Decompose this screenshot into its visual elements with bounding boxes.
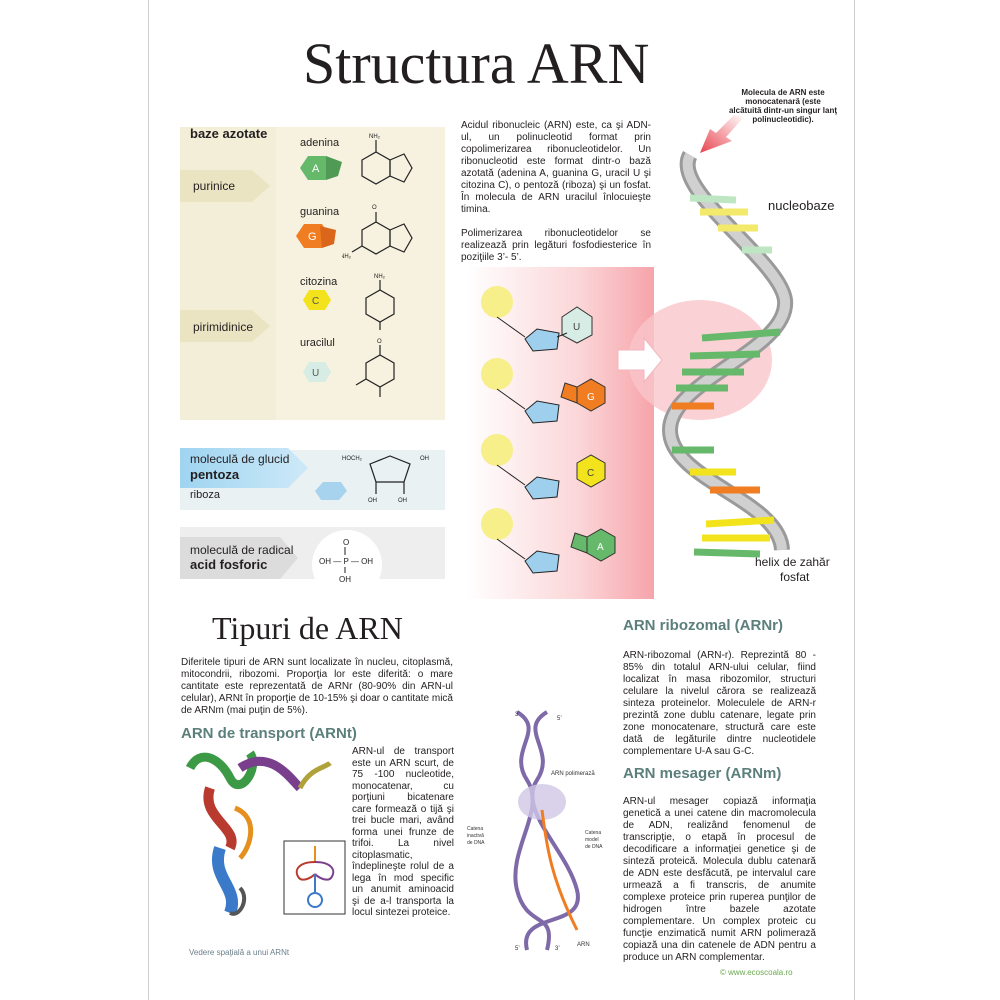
trna-heading: ARN de transport (ARNt) bbox=[181, 725, 357, 742]
nucleotide-a: A bbox=[481, 508, 616, 574]
cytosine-formula: NH₂ bbox=[365, 274, 395, 330]
mrna-heading: ARN mesager (ARNm) bbox=[623, 765, 782, 782]
template-strand-line3: de DNA bbox=[585, 844, 603, 850]
rrna-heading: ARN ribozomal (ARNr) bbox=[623, 617, 783, 634]
uracil-label: uracilul bbox=[300, 337, 335, 349]
bases-arrows bbox=[180, 170, 270, 342]
template-strand-line1: Catena bbox=[585, 830, 601, 836]
cytosine-letter: C bbox=[312, 296, 319, 307]
nucleobases-label: nucleobaze bbox=[768, 198, 835, 213]
ribose-formula: HOCH₂ OH OH OH bbox=[342, 455, 429, 504]
sugar-line1: moleculă de glucid bbox=[190, 452, 290, 466]
guanine-amine-label: NH₂ bbox=[342, 254, 352, 260]
inactive-strand-line3: de DNA bbox=[467, 840, 485, 846]
strand-letter-u: U bbox=[573, 322, 580, 333]
mrna-text: ARN-ul mesager copiază informaţia geneti… bbox=[623, 796, 816, 963]
phosphate-o-label: O bbox=[343, 538, 349, 547]
bottom-prime-5: 5’ bbox=[515, 946, 520, 952]
transcription-diagram: ARN polimerază Catena inactivă de DNA Ca… bbox=[467, 710, 603, 952]
trna-text: ARN-ul de transport este un ARN scurt, d… bbox=[352, 746, 454, 918]
inactive-strand-line1: Catena bbox=[467, 826, 483, 832]
ribose-hoch2-label: HOCH₂ bbox=[342, 456, 363, 462]
adenine-formula: NH₂ bbox=[361, 134, 413, 185]
adenine-letter: A bbox=[312, 163, 320, 175]
adenine-icon: A bbox=[300, 156, 342, 180]
phosphate-formula: O OH — P — OH OH bbox=[319, 538, 373, 584]
sugar-tab-shape bbox=[180, 448, 308, 488]
template-strand-line2: model bbox=[585, 837, 599, 843]
uracil-icon: U bbox=[303, 362, 331, 382]
helix-note: Molecula de ARN este monocatenară (este … bbox=[728, 88, 837, 124]
rna-strand-panel bbox=[467, 267, 654, 599]
top-prime-5: 5’ bbox=[557, 716, 562, 722]
ribose-oh-bottom-left-label: OH bbox=[368, 498, 377, 504]
cytosine-icon: C bbox=[303, 290, 331, 310]
sugar-caption: riboza bbox=[190, 489, 220, 501]
helix-note-arrow bbox=[700, 115, 744, 153]
guanine-oxygen-label: O bbox=[372, 205, 377, 211]
phosphate-ohpoh-label: OH — P — OH bbox=[319, 557, 373, 566]
types-intro: Diferitele tipuri de ARN sunt localizate… bbox=[181, 657, 453, 716]
rna-polymerase-label: ARN polimerază bbox=[551, 771, 595, 777]
bottom-prime-3: 3’ bbox=[555, 946, 560, 952]
purines-label: purinice bbox=[193, 179, 236, 193]
nucleotide-u: U bbox=[481, 286, 593, 352]
pyrimidines-label: pirimidinice bbox=[193, 320, 254, 334]
uracil-oxygen-label: O bbox=[377, 339, 382, 345]
cytosine-amine-label: NH₂ bbox=[374, 274, 386, 280]
strand-letter-c: C bbox=[587, 468, 594, 479]
guanine-icon: G bbox=[296, 224, 336, 248]
base-structural-formulas: NH₂ O NH₂ NH₂ O bbox=[342, 134, 413, 397]
transcription-rna-label: ARN bbox=[577, 942, 590, 948]
rrna-text: ARN-ribozomal (ARN-r). Reprezintă 80 - 8… bbox=[623, 650, 816, 757]
intro-paragraph-1: Acidul ribonucleic (ARN) este, ca şi ADN… bbox=[461, 120, 651, 215]
phosphate-tab-shape bbox=[180, 537, 298, 579]
top-prime-3: 3’ bbox=[515, 712, 520, 718]
guanine-formula: O NH₂ bbox=[342, 205, 413, 260]
strand-letter-g: G bbox=[587, 392, 595, 403]
ribose-oh-right-label: OH bbox=[420, 456, 429, 462]
page-title: Structura ARN bbox=[303, 31, 650, 96]
backbone-label-line1: helix de zahăr bbox=[755, 555, 830, 569]
backbone-label-line2: fosfat bbox=[780, 570, 810, 584]
strand-letter-a: A bbox=[597, 542, 604, 553]
copyright: © www.ecoscoala.ro bbox=[720, 968, 793, 977]
phosphate-line1: moleculă de radical bbox=[190, 543, 294, 557]
adenine-amine-label: NH₂ bbox=[369, 134, 381, 140]
sugar-line2: pentoza bbox=[190, 467, 240, 482]
rna-strand-diagram: U G C A bbox=[481, 286, 616, 574]
nucleotide-g: G bbox=[481, 358, 606, 424]
uracil-letter: U bbox=[312, 368, 319, 379]
phosphate-circle bbox=[312, 530, 382, 600]
intro-paragraph-2: Polimerizarea ribonucleotidelor se reali… bbox=[461, 228, 651, 263]
guanine-letter: G bbox=[308, 231, 317, 243]
cytosine-label: citozina bbox=[300, 276, 338, 288]
ribose-icon bbox=[315, 482, 347, 500]
trna-cloverleaf-diagram bbox=[283, 840, 346, 915]
ribose-oh-bottom-right-label: OH bbox=[398, 498, 407, 504]
guanine-label: guanina bbox=[300, 206, 340, 218]
phosphate-oh-label: OH bbox=[339, 575, 351, 584]
phosphate-line2: acid fosforic bbox=[190, 557, 268, 572]
types-heading: Tipuri de ARN bbox=[212, 610, 403, 646]
bases-heading: baze azotate bbox=[190, 126, 268, 141]
rna-helix-diagram bbox=[617, 151, 793, 558]
adenine-label: adenina bbox=[300, 137, 340, 149]
trna-caption: Vedere spaţială a unui ARNt bbox=[189, 948, 290, 957]
trna-3d-illustration bbox=[185, 750, 332, 916]
inactive-strand-line2: inactivă bbox=[467, 833, 484, 839]
uracil-formula: O bbox=[355, 339, 395, 397]
nucleotide-c: C bbox=[481, 434, 606, 500]
